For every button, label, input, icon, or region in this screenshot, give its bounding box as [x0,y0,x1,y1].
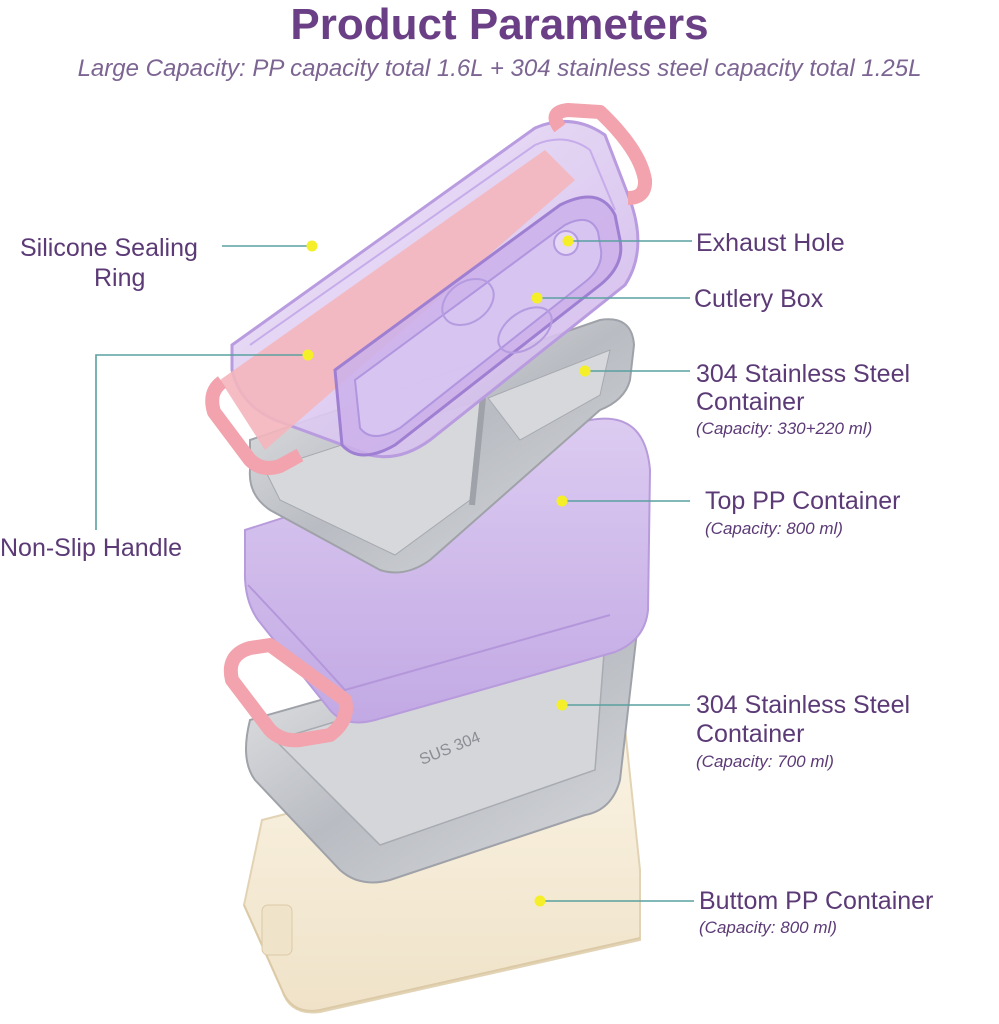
page-subtitle: Large Capacity: PP capacity total 1.6L +… [77,55,922,82]
dot-exhaust-hole [562,235,574,247]
lid [205,103,653,475]
label-steel-bottom-capacity: (Capacity: 700 ml) [696,752,834,771]
label-steel-bottom-line2: Container [696,720,805,748]
dot-cutlery-box [531,292,543,304]
label-bottom-pp-capacity: (Capacity: 800 ml) [699,918,837,937]
top-pp-container [223,417,652,748]
label-top-pp-capacity: (Capacity: 800 ml) [705,519,843,538]
label-sealing-ring-line2: Ring [94,264,146,292]
dot-top-pp [556,495,568,507]
page-title: Product Parameters [290,0,709,49]
dot-sealing-ring [306,240,318,252]
label-sealing-ring-line1: Silicone Sealing [20,234,198,262]
leader-lines [95,240,694,902]
label-steel-bottom-line1: 304 Stainless Steel [696,691,911,719]
label-cutlery-box: Cutlery Box [694,285,824,313]
label-handle: Non-Slip Handle [0,534,183,562]
marker-dots [302,235,591,907]
label-top-pp: Top PP Container [705,487,901,515]
label-bottom-pp: Buttom PP Container [699,887,934,915]
label-steel-top-line1: 304 Stainless Steel [696,360,911,388]
dot-bottom-pp [534,895,546,907]
label-steel-top-line2: Container [696,388,805,416]
dot-steel-top [579,365,591,377]
leader-handle [95,354,308,530]
label-exhaust-hole: Exhaust Hole [696,229,845,257]
dot-steel-bottom [556,699,568,711]
label-steel-top-capacity: (Capacity: 330+220 ml) [696,419,873,438]
dot-handle [302,349,314,361]
